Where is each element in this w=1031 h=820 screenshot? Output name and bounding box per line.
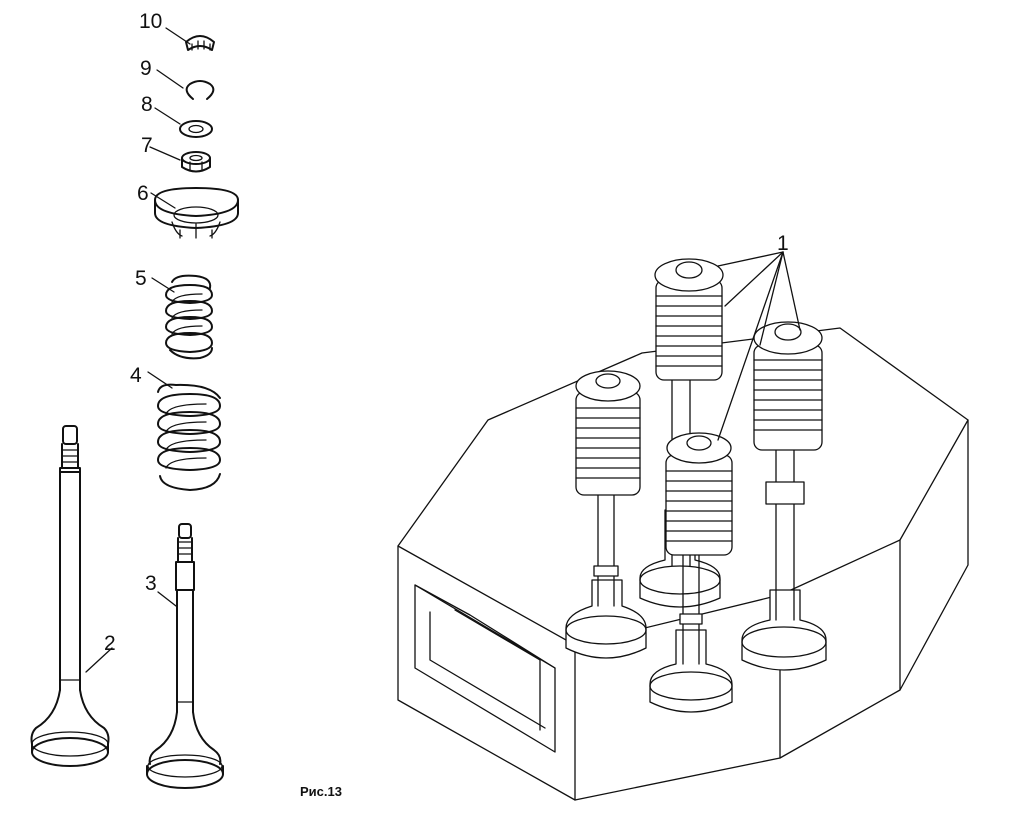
figure-caption: Рис.13 — [300, 784, 342, 799]
part-8-washer: 8 — [141, 93, 213, 138]
part-6-spring-retainer: 6 — [137, 182, 239, 239]
part-label-8: 8 — [141, 93, 153, 116]
installed-valve-a — [639, 258, 724, 608]
part-label-3: 3 — [145, 572, 157, 595]
part-label-5: 5 — [135, 267, 147, 290]
exploded-parts: 10 9 8 7 — [30, 10, 342, 799]
part-10-collet: 10 — [139, 10, 215, 51]
part-label-4: 4 — [130, 364, 142, 387]
part-2-valve: 2 — [30, 425, 116, 767]
part-label-9: 9 — [140, 57, 152, 80]
part-3-valve: 3 — [145, 523, 224, 789]
part-label-10: 10 — [139, 10, 162, 33]
part-label-7: 7 — [141, 134, 153, 157]
part-4-outer-spring: 4 — [130, 364, 221, 491]
part-label-6: 6 — [137, 182, 149, 205]
installed-valve-b — [741, 321, 827, 671]
part-label-1: 1 — [777, 232, 789, 255]
cylinder-head-assembly: 1 — [397, 232, 969, 801]
installed-valve-c — [565, 370, 647, 659]
part-9-circlip: 9 — [140, 57, 215, 100]
label-1-leaders: 1 — [717, 232, 801, 441]
installed-valve-d — [649, 432, 733, 713]
part-5-inner-spring: 5 — [135, 267, 213, 360]
part-7-collets: 7 — [141, 134, 211, 173]
part-label-2: 2 — [104, 632, 116, 655]
